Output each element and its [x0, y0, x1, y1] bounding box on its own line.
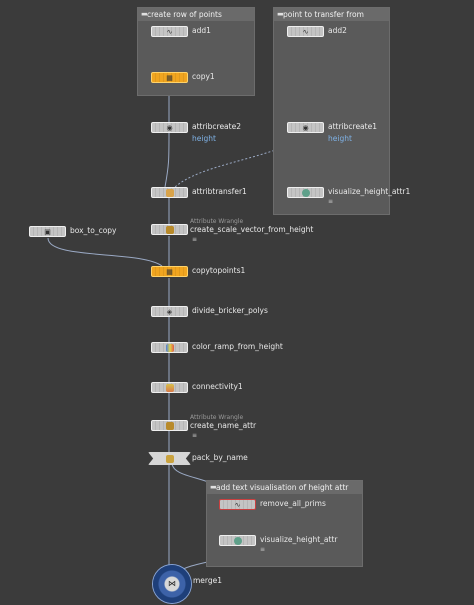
node-connectivity1[interactable] [151, 382, 188, 393]
node-label-add2: add2 [328, 26, 347, 35]
node-add2[interactable]: ∿ [287, 26, 324, 37]
node-color-ramp-from-height[interactable] [151, 342, 188, 353]
wrangle-icon [165, 225, 174, 234]
copy-icon: ▦ [166, 73, 173, 82]
node-divide-bricker-polys[interactable]: ◈ [151, 306, 188, 317]
connectivity-icon [165, 383, 174, 392]
wire-attribcreate2-attribtransfer1 [164, 132, 170, 188]
node-flag-icon: ≡ [192, 236, 198, 243]
collapse-icon[interactable]: ▬ [277, 10, 284, 18]
node-label-copy1: copy1 [192, 72, 215, 81]
node-label-box-to-copy: box_to_copy [70, 226, 117, 235]
node-add1[interactable]: ∿ [151, 26, 188, 37]
node-label-attribcreate1: attribcreate1 [328, 122, 377, 131]
attr-label-attribcreate2: height [192, 134, 216, 143]
divide-icon: ◈ [166, 307, 173, 316]
node-flag-icon: ≡ [328, 198, 334, 205]
collapse-icon[interactable]: ▬ [210, 483, 217, 491]
node-label-create-name-attr: create_name_attr [190, 421, 257, 430]
node-label-color-ramp-from-height: color_ramp_from_height [192, 342, 283, 351]
node-label-visualize-height-attr: visualize_height_attr [260, 535, 338, 544]
wire-box-copytopoints [47, 237, 163, 267]
node-attribcreate2[interactable]: ◉ [151, 122, 188, 133]
node-label-attribtransfer1: attribtransfer1 [192, 187, 247, 196]
node-label-connectivity1: connectivity1 [192, 382, 243, 391]
node-label-create-scale-vector: create_scale_vector_from_height [190, 225, 314, 234]
attribcreate-icon: ◉ [302, 123, 309, 132]
node-create-scale-vector-from-height[interactable] [151, 224, 188, 235]
box-icon: ▣ [44, 227, 51, 236]
node-flag-icon: ≡ [260, 546, 266, 553]
node-copytopoints1[interactable]: ▦ [151, 266, 188, 277]
node-label-remove-all-prims: remove_all_prims [260, 499, 326, 508]
network-box-text-vis[interactable]: ▬ add text visualisation of height attr [206, 480, 363, 567]
network-box-title[interactable]: ▬ add text visualisation of height attr [207, 481, 362, 494]
add-icon: ∿ [302, 27, 309, 36]
visualize-icon [301, 188, 310, 197]
attribtransfer-icon [165, 188, 174, 197]
node-label-copytopoints1: copytopoints1 [192, 266, 246, 275]
node-visualize-height-attr1[interactable] [287, 187, 324, 198]
add-icon: ∿ [234, 500, 241, 509]
node-copy1[interactable]: ▦ [151, 72, 188, 83]
node-label-pack-by-name: pack_by_name [192, 453, 248, 462]
node-type-label-wrangle: Attribute Wrangle [190, 414, 244, 421]
node-merge1[interactable]: ⋈ [153, 565, 191, 603]
network-box-title[interactable]: ▬ create row of points [138, 8, 254, 21]
node-visualize-height-attr[interactable] [219, 535, 256, 546]
visualize-icon [233, 536, 242, 545]
pack-icon [165, 454, 174, 463]
node-pack-by-name[interactable] [148, 452, 191, 465]
node-label-add1: add1 [192, 26, 211, 35]
collapse-icon[interactable]: ▬ [141, 10, 148, 18]
node-label-divide-bricker-polys: divide_bricker_polys [192, 306, 268, 315]
color-icon [165, 343, 174, 352]
node-create-name-attr[interactable] [151, 420, 188, 431]
node-type-label-wrangle: Attribute Wrangle [190, 218, 244, 225]
copy-icon: ▦ [166, 267, 173, 276]
wrangle-icon [165, 421, 174, 430]
network-box-title[interactable]: ▬ point to transfer from [274, 8, 389, 21]
node-remove-all-prims[interactable]: ∿ [219, 499, 256, 510]
node-label-merge1: merge1 [193, 576, 223, 585]
node-flag-icon: ≡ [192, 432, 198, 439]
network-box-transfer-from[interactable]: ▬ point to transfer from [273, 7, 390, 215]
node-label-attribcreate2: attribcreate2 [192, 122, 241, 131]
node-attribtransfer1[interactable] [151, 187, 188, 198]
add-icon: ∿ [166, 27, 173, 36]
node-label-visualize-height-attr1: visualize_height_attr1 [328, 187, 411, 196]
attribcreate-icon: ◉ [166, 123, 173, 132]
node-attribcreate1[interactable]: ◉ [287, 122, 324, 133]
merge-icon: ⋈ [168, 579, 176, 588]
attr-label-attribcreate1: height [328, 134, 352, 143]
node-box-to-copy[interactable]: ▣ [29, 226, 66, 237]
